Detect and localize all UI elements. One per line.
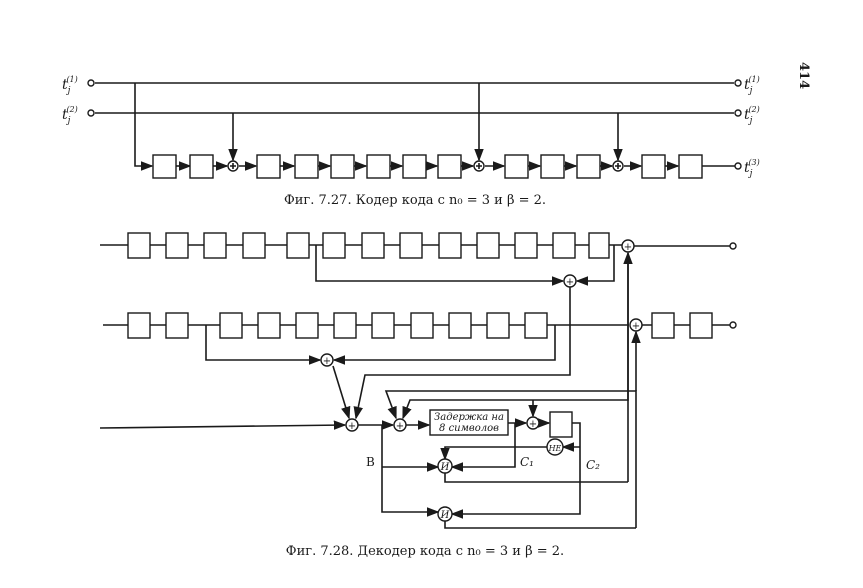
- svg-text:+: +: [396, 421, 404, 432]
- input-lines: [87, 79, 742, 170]
- figure-7-28-caption: Фиг. 7.28. Декодер кода с n₀ = 3 и β = 2…: [286, 544, 564, 559]
- label-c1: C₁: [520, 455, 534, 469]
- svg-text:+: +: [566, 277, 574, 288]
- decoder-row-2: [103, 312, 737, 367]
- output-label-2: tj(2): [744, 105, 760, 126]
- delay-8-symbols-block: [429, 409, 509, 436]
- figure-7-27-encoder: tj(1) tj(2) tj(1) tj(2) tj(3): [62, 75, 760, 208]
- output-label-3: tj(3): [744, 158, 760, 179]
- decoder-xor-symbols: + + + + + + +: [323, 242, 640, 432]
- figure-7-28-decoder: Задержка на 8 символов И И НЕ B C₁ C₂ +: [99, 232, 737, 559]
- delay-label-line-1: Задержка на: [434, 412, 504, 423]
- input-label-1: tj(1): [62, 75, 78, 96]
- svg-text:+: +: [323, 356, 331, 367]
- encoder-shift-registers: [152, 154, 703, 179]
- svg-text:+: +: [632, 321, 640, 332]
- decoder-row-3: Задержка на 8 символов И И НЕ B C₁ C₂: [99, 251, 641, 529]
- page-number: 414: [796, 62, 811, 89]
- encoder-wires: [134, 83, 735, 171]
- not-gate: НЕ: [548, 444, 562, 453]
- delay-label-line-2: 8 символов: [439, 423, 499, 434]
- figure-7-27-caption: Фиг. 7.27. Кодер кода с n₀ = 3 и β = 2.: [284, 193, 546, 208]
- and-gate-1: И: [440, 462, 450, 473]
- label-b: B: [366, 455, 375, 469]
- decoder-row-1: [100, 232, 737, 288]
- encoder-xor-adders: [227, 160, 624, 172]
- svg-text:+: +: [529, 419, 537, 430]
- and-gate-2: И: [440, 510, 450, 521]
- output-label-1: tj(1): [744, 75, 760, 96]
- svg-text:+: +: [348, 421, 356, 432]
- input-label-2: tj(2): [62, 105, 78, 126]
- label-c2: C₂: [586, 458, 600, 472]
- svg-text:+: +: [624, 242, 632, 253]
